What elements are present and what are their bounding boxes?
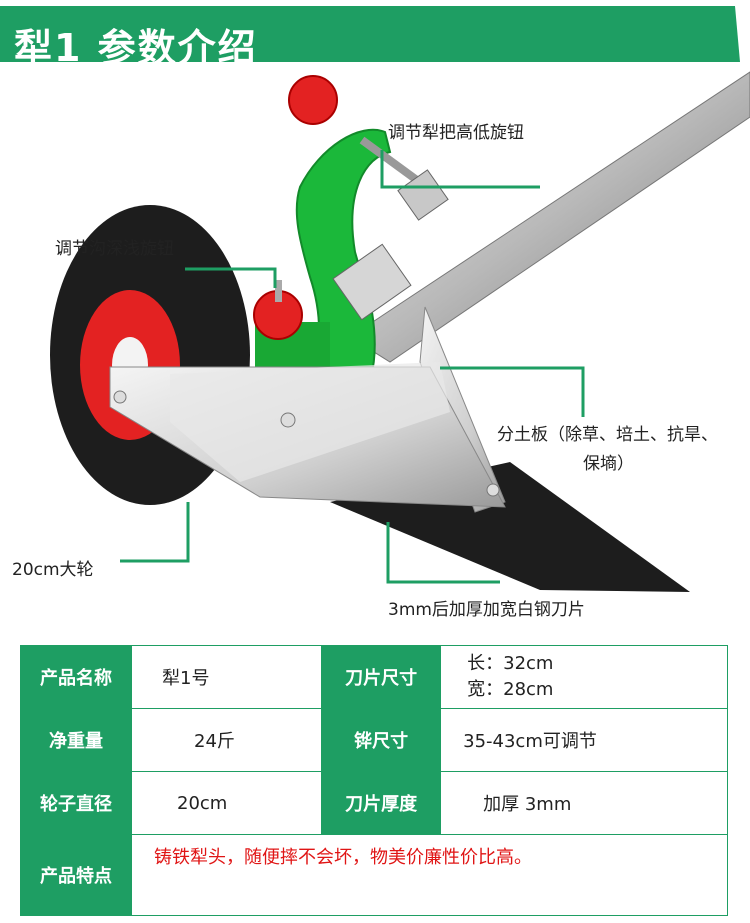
blade-width: 宽：28cm [467,679,554,700]
label-blade: 3mm后加厚加宽白钢刀片 [388,600,585,620]
spec-key: 铧尺寸 [321,708,442,772]
spec-key: 净重量 [20,708,132,772]
title-banner: 犁1 参数介绍 [0,6,740,62]
spec-table: 产品名称 犁1号 刀片尺寸 长：32cm 宽：28cm 净重量 24斤 铧尺寸 … [20,645,728,916]
table-row: 轮子直径 20cm 刀片厚度 加厚 3mm [20,771,728,835]
soil-plate [419,306,506,513]
spec-value: 加厚 3mm [440,771,728,835]
label-handle-knob: 调节犁把高低旋钮 [388,123,524,143]
callout-handle-knob [380,150,540,189]
label-soil-plate-2: 保墒） [583,454,634,474]
label-depth-knob: 调节沟深浅旋钮 [55,239,174,259]
spec-key: 刀片厚度 [321,771,442,835]
blade-length: 长：32cm [467,653,554,674]
page-title: 犁1 参数介绍 [14,26,258,70]
pipe-clamp [332,243,412,321]
plow-illustration [50,71,750,592]
spec-key: 产品名称 [20,645,132,709]
spec-value: 犁1号 [130,645,323,709]
table-row: 净重量 24斤 铧尺寸 35-43cm可调节 [20,708,728,772]
label-soil-plate-1: 分土板（除草、培土、抗旱、 [497,425,718,445]
spec-key: 刀片尺寸 [321,645,442,709]
spec-value: 长：32cm 宽：28cm [440,645,728,709]
spec-key: 产品特点 [20,834,132,916]
spec-value: 24斤 [130,708,323,772]
table-row: 产品特点 铸铁犁头，随便摔不会坏，物美价廉性价比高。 [20,834,728,916]
handle-knob-red [288,75,338,125]
feature-text: 铸铁犁头，随便摔不会坏，物美价廉性价比高。 [131,834,728,916]
label-wheel: 20cm大轮 [12,560,94,580]
table-row: 产品名称 犁1号 刀片尺寸 长：32cm 宽：28cm [20,645,728,709]
callout-soil-plate [440,366,585,417]
spec-key: 轮子直径 [20,771,132,835]
callout-depth-knob [185,267,277,288]
callout-blade [386,522,500,584]
header: 犁1 参数介绍 [0,0,750,70]
spec-value: 20cm [130,771,323,835]
callout-wheel [120,502,190,563]
clamp [397,169,449,221]
spec-value: 35-43cm可调节 [440,708,728,772]
handle-pipe [349,71,750,363]
